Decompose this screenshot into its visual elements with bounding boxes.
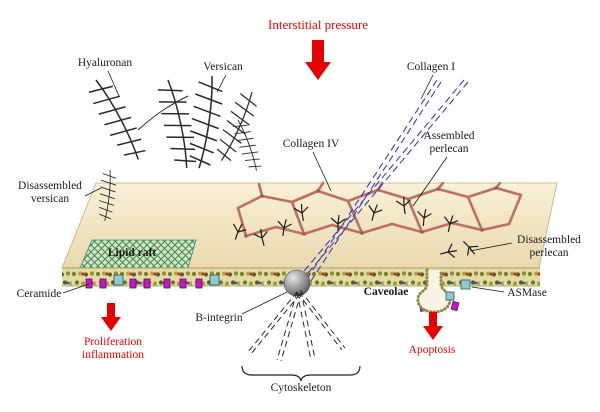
label-lipid-raft: Lipid raft (108, 247, 156, 259)
label-b-integrin: B-integrin (195, 312, 243, 324)
label-disassembled-versican-line1: Disassembled (18, 180, 82, 192)
receptor-protein (209, 274, 220, 286)
label-proliferation-line1: Proliferation (84, 336, 142, 348)
label-disassembled-versican-line2: versican (31, 193, 70, 205)
ceramide-square (195, 278, 203, 289)
label-asmase: ASMase (507, 287, 547, 299)
label-versican: Versican (203, 61, 243, 73)
versican-structure (154, 73, 265, 174)
versican-leader-line (216, 74, 227, 93)
label-disassembled-perlecan-line2: perlecan (530, 247, 569, 259)
ceramide-square (163, 278, 171, 289)
receptor-protein (113, 274, 124, 286)
asmase-protein (460, 279, 471, 290)
disassembled-versican-leader-line (84, 187, 102, 197)
b-integrin-sphere (283, 269, 311, 297)
disassembled-perlecan-leader-line (469, 242, 513, 252)
collagen-iv-nodes (244, 186, 498, 238)
cytoskeleton-filaments (247, 289, 346, 362)
label-proliferation-line2: inflammation (82, 349, 144, 361)
b-integrin-leader-line (241, 291, 288, 315)
ceramide-square (129, 278, 137, 289)
ceramide-square (179, 278, 187, 289)
asmase-leader-line (471, 286, 505, 293)
label-ceramide: Ceramide (17, 288, 62, 300)
label-cytoskeleton: Cytoskeleton (271, 382, 332, 394)
label-caveolae: Caveolae (364, 286, 409, 298)
ceramide-square (143, 278, 151, 289)
ceramide-molecules (85, 278, 460, 312)
label-collagen-i: Collagen I (407, 61, 455, 73)
caveolae-protein (445, 291, 455, 301)
proliferation-arrow (101, 303, 121, 331)
collagen-i-leader-line (420, 74, 434, 100)
label-hyaluronan: Hyaluronan (78, 57, 133, 69)
apoptosis-arrow (423, 312, 443, 340)
label-assembled-perlecan-line1: Assembled (423, 130, 474, 142)
label-collagen-iv: Collagen IV (283, 138, 340, 150)
collagen-iv-leader-line (312, 151, 332, 192)
ceramide-square (99, 278, 107, 289)
ceramide-leader-line (62, 283, 90, 294)
membrane-proteins (113, 274, 471, 290)
ceramide-square (450, 300, 460, 312)
assembled-perlecan-leader-line (412, 156, 448, 207)
title-interstitial-pressure: Interstitial pressure (268, 17, 368, 32)
collagen-i-fibers (294, 79, 469, 285)
hyaluronan-structure (83, 72, 151, 167)
leader-lines (62, 70, 513, 315)
ceramide-square (85, 278, 93, 289)
hyaluronan-leader-line (107, 70, 120, 97)
label-apoptosis: Apoptosis (409, 344, 456, 356)
cytoskeleton-brace (241, 365, 361, 382)
label-disassembled-perlecan-line1: Disassembled (517, 234, 581, 246)
hyaluronan-versican-connector (137, 95, 189, 131)
label-assembled-perlecan-line2: perlecan (430, 143, 469, 155)
interstitial-pressure-arrow (305, 40, 331, 80)
